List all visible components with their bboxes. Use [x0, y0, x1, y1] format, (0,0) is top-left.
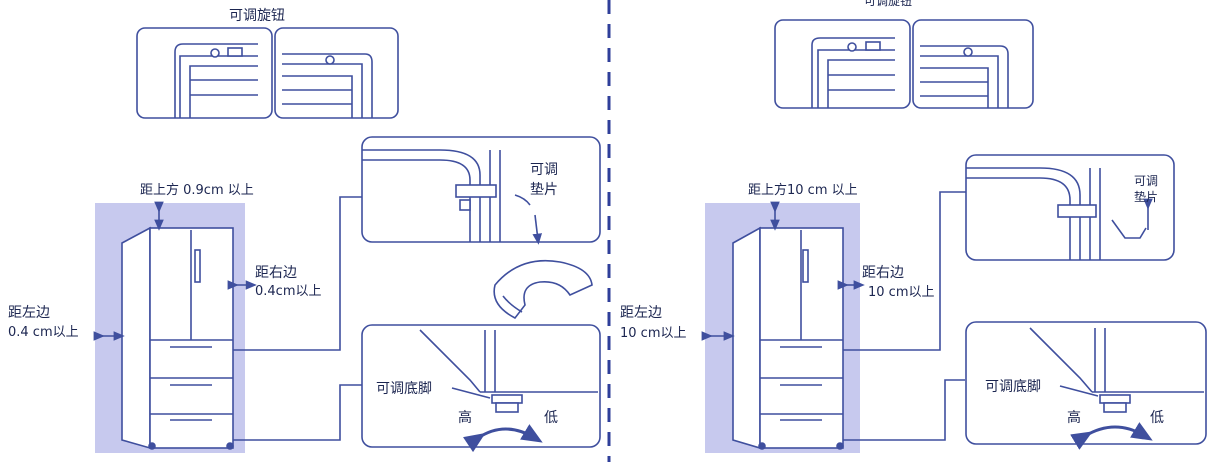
right-clearance-right-line1: 距右边: [862, 265, 904, 281]
left-clearance-right-line2: 10 cm以上: [620, 326, 687, 341]
top-clearance-right: 距上方10 cm 以上: [748, 183, 858, 198]
low-label-right: 低: [1150, 410, 1164, 426]
knob-label-left: 可调旋钮: [229, 8, 285, 24]
knob-detail-box-left-2: [274, 27, 399, 119]
fridge-right: [732, 226, 844, 450]
shim-label-left-line2: 垫片: [530, 182, 558, 198]
right-clearance-left-line2: 0.4cm以上: [255, 284, 322, 299]
shim-label-left-line1: 可调: [530, 162, 558, 178]
shim-label-right-line1: 可调: [1134, 174, 1159, 188]
high-label-right: 高: [1067, 410, 1081, 426]
knob-detail-box-right-2: [912, 19, 1034, 109]
left-clearance-right-line1: 距左边: [620, 305, 662, 321]
shim-label-right-line2: 垫片: [1134, 190, 1159, 204]
high-label-left: 高: [458, 410, 472, 426]
knob-detail-box-right-1: [774, 19, 911, 109]
right-clearance-left-line1: 距右边: [255, 265, 297, 281]
knob-label-right: 可调旋钮: [864, 0, 913, 8]
foot-label-right: 可调底脚: [985, 379, 1041, 395]
foot-detail-box-left: [361, 324, 601, 453]
right-panel: [701, 19, 1207, 453]
knob-detail-box-left-1: [136, 27, 273, 119]
foot-detail-box-right: [965, 321, 1207, 450]
low-label-left: 低: [544, 410, 558, 426]
fridge-left: [121, 226, 234, 450]
left-panel: [93, 27, 601, 453]
right-clearance-right-line2: 10 cm以上: [868, 285, 935, 300]
top-clearance-left: 距上方 0.9cm 以上: [140, 183, 254, 198]
shim-detail-box-right: [965, 154, 1175, 261]
left-clearance-left-line2: 0.4 cm以上: [8, 325, 79, 340]
left-clearance-left-line1: 距左边: [8, 305, 50, 321]
shim-illustration-left: [493, 259, 593, 320]
foot-label-left: 可调底脚: [376, 381, 432, 397]
shim-detail-box-left: [361, 136, 601, 245]
